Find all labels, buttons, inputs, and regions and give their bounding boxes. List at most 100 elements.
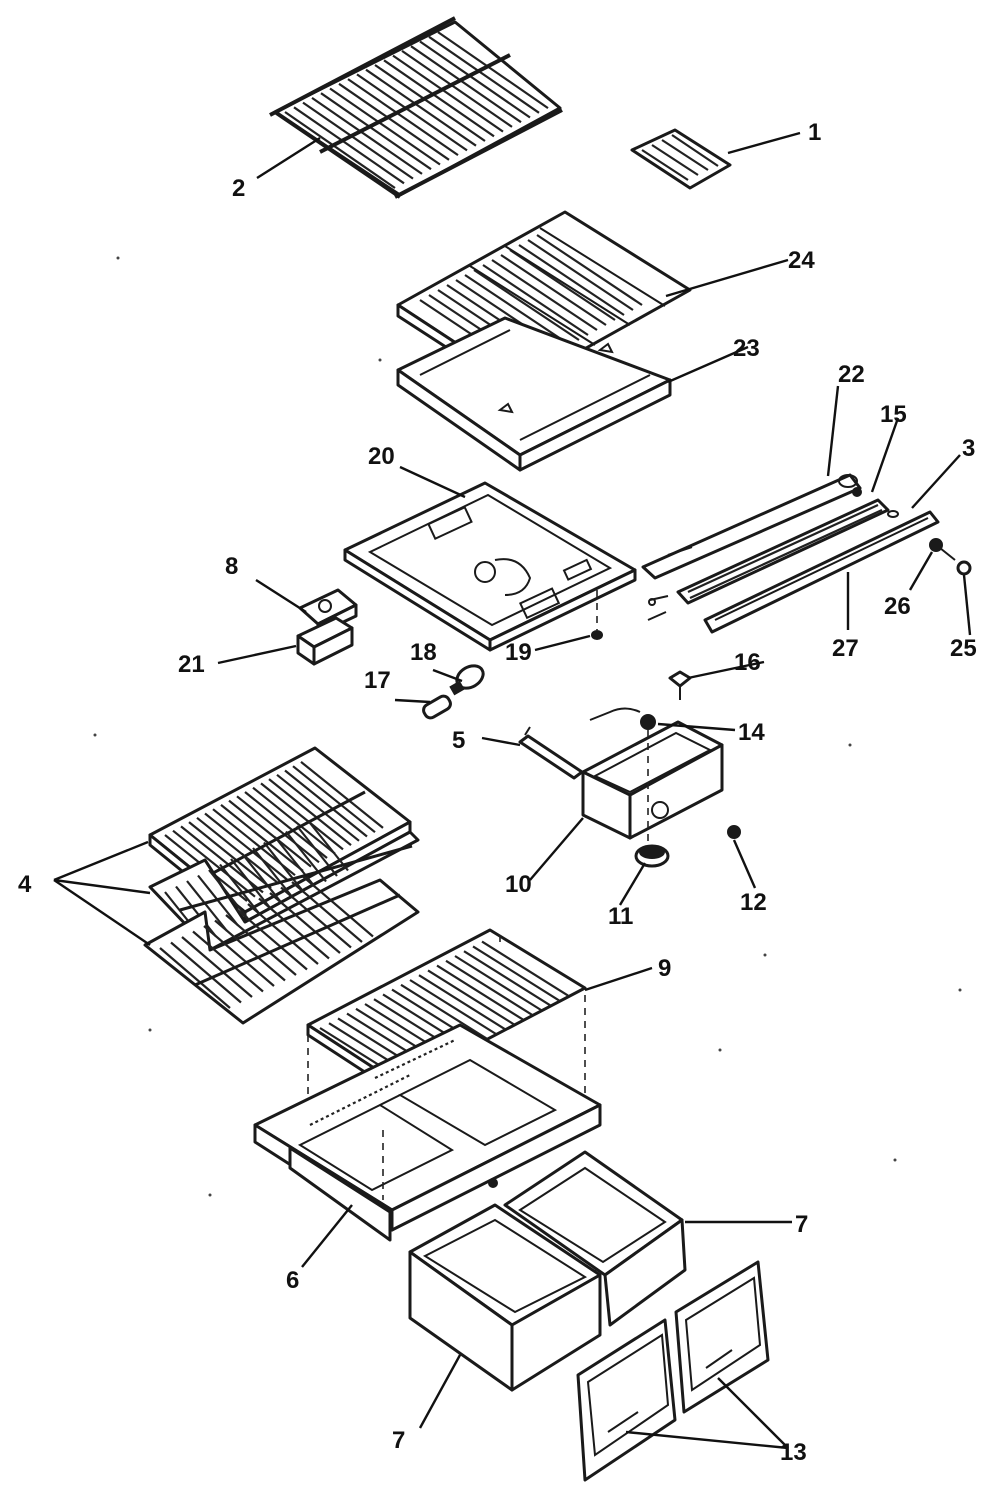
callout-4: 4 <box>18 871 32 898</box>
hatch-line <box>401 49 513 128</box>
hatch-line <box>280 886 352 949</box>
hatch-line <box>347 78 459 157</box>
hatch-line <box>293 106 405 185</box>
part-4-shelf-bottom <box>143 875 420 1025</box>
hatch-line <box>181 936 253 998</box>
hatch-line <box>219 863 261 916</box>
hatch-line <box>418 974 506 1031</box>
part-11-knob <box>634 844 670 868</box>
callout-26: 26 <box>884 593 911 620</box>
hatch-line <box>230 858 272 910</box>
hatch-line <box>311 96 423 175</box>
callout-24: 24 <box>788 247 815 274</box>
hatch-line <box>274 836 316 888</box>
hatch-line <box>302 101 414 180</box>
hatch-line <box>500 254 607 326</box>
hatch-line <box>258 897 330 960</box>
callout-10: 10 <box>505 871 532 898</box>
hatch-line <box>159 947 231 1009</box>
callout-22: 22 <box>838 361 865 388</box>
hatch-line <box>491 259 598 331</box>
callout-12: 12 <box>740 889 767 916</box>
hatch-line <box>170 941 242 1004</box>
hatch-line <box>473 269 580 341</box>
hatch-line <box>320 92 432 171</box>
part-3-clip <box>887 510 899 518</box>
callout-17: 17 <box>364 667 391 694</box>
callout-19: 19 <box>505 639 532 666</box>
hatch-line <box>291 881 363 943</box>
hatch-line <box>284 111 396 189</box>
hatch-line <box>509 249 616 321</box>
hatch-line <box>307 819 349 872</box>
part-26-nut <box>929 538 943 552</box>
callout-labels: 1 2 3 4 5 6 7 7 8 9 10 11 12 13 14 15 16… <box>18 119 977 1466</box>
callout-1: 1 <box>808 119 821 146</box>
hatch-line <box>196 816 280 885</box>
hatch-line <box>482 264 589 336</box>
callout-15: 15 <box>880 401 907 428</box>
callout-20: 20 <box>368 443 395 470</box>
hatch-line <box>225 914 297 976</box>
part-23-shelf-frame <box>396 316 672 472</box>
hatch-line <box>410 45 522 124</box>
part-13-drawer-front-right <box>674 1260 770 1414</box>
callout-21: 21 <box>178 651 205 678</box>
hatch-line <box>392 54 504 133</box>
hatch-line <box>472 945 560 1002</box>
part-20-control-panel <box>343 481 637 652</box>
hatch-line <box>409 979 497 1035</box>
hatch-line <box>236 908 308 971</box>
hatch-line <box>247 903 319 965</box>
hatch-line <box>292 765 376 834</box>
part-17-socket <box>422 694 452 720</box>
hatch-line <box>263 841 305 894</box>
hatch-line <box>383 59 495 138</box>
hatch-line <box>518 244 625 316</box>
part-1-small-rack <box>630 128 732 190</box>
hatch-line <box>252 786 336 855</box>
hatch-line <box>527 239 634 311</box>
leader-lines <box>53 131 972 1450</box>
hatch-line <box>203 925 275 987</box>
hatch-line <box>419 40 531 119</box>
hatch-line <box>175 885 217 938</box>
hatch-line <box>428 35 540 114</box>
part-6-crisper-frame <box>253 1023 602 1242</box>
part-9-crisper-cover <box>306 928 587 1100</box>
hatch-line <box>285 830 327 883</box>
part-10-control-box <box>581 720 724 845</box>
callout-8: 8 <box>225 553 238 580</box>
hatch-line <box>356 73 468 152</box>
part-25-screw <box>939 547 972 576</box>
callout-9: 9 <box>658 955 671 982</box>
part-14-thermostat <box>589 707 656 730</box>
callout-6: 6 <box>286 1267 299 1294</box>
hatch-line <box>427 969 515 1026</box>
hatch-line <box>204 812 288 881</box>
callout-18: 18 <box>410 639 437 666</box>
callout-7-left: 7 <box>392 1427 405 1454</box>
part-16-knob <box>668 670 692 700</box>
callout-14: 14 <box>738 719 765 746</box>
callout-16: 16 <box>734 649 761 676</box>
part-18-bulb <box>449 664 485 696</box>
hatch-line <box>252 847 294 899</box>
hatch-line <box>241 852 283 905</box>
callout-27: 27 <box>832 635 859 662</box>
part-7-drawer-left <box>408 1203 602 1392</box>
part-21-switch <box>296 616 354 666</box>
hatch-line <box>454 955 542 1011</box>
hatch-line <box>172 829 256 898</box>
callout-23: 23 <box>733 335 760 362</box>
hatch-line <box>329 87 441 166</box>
hatch-line <box>276 773 360 842</box>
hatch-line <box>268 778 352 846</box>
hatch-line <box>445 959 533 1016</box>
part-19-screw <box>591 590 603 640</box>
part-12-nut <box>727 825 741 839</box>
callout-7-right: 7 <box>795 1211 808 1238</box>
part-5-bracket <box>518 726 584 780</box>
callout-2: 2 <box>232 175 245 202</box>
